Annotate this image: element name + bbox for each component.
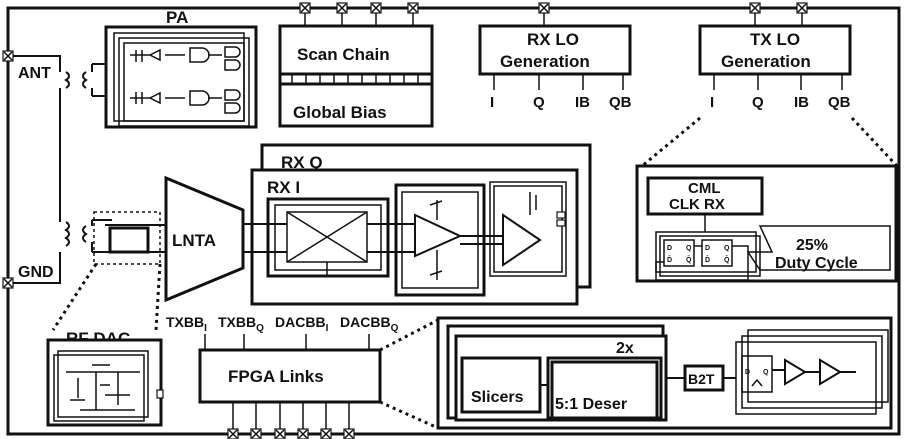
ff3-d: D <box>745 369 750 376</box>
mixer-block <box>266 197 390 278</box>
scan-chain-label: Scan Chain <box>297 45 390 64</box>
fpga-links-block <box>198 334 382 429</box>
rx-i-label: RX I <box>267 178 300 197</box>
pa-block <box>104 25 258 129</box>
fpga-input-1: TXBBQ <box>218 314 264 334</box>
scan-chain-block <box>278 13 434 128</box>
ff1-d: D <box>667 245 672 252</box>
fpga-zoom-lines <box>379 318 439 430</box>
tx-lo-label-2: Generation <box>721 52 811 71</box>
rx-signal-wires <box>243 223 503 253</box>
duty-cycle-label-1: 25% <box>796 237 828 254</box>
rf-dac-small <box>93 211 161 265</box>
fpga-input-3: DACBBQ <box>340 314 399 334</box>
rx-lo-block <box>478 13 632 90</box>
b2t-label: B2T <box>688 371 715 387</box>
output-driver-block <box>735 329 889 415</box>
tx-lo-port-ib: IB <box>794 94 809 111</box>
rx-lo-port-q: Q <box>533 94 545 111</box>
rx-lo-label-1: RX LO <box>527 30 579 49</box>
lnta-label: LNTA <box>172 231 216 250</box>
tx-lo-block <box>698 13 852 90</box>
gnd-pad <box>2 277 14 289</box>
tx-lo-port-qb: QB <box>828 94 851 111</box>
ff2-d: D <box>705 245 710 252</box>
ant-pad <box>2 50 14 62</box>
slicers-label: Slicers <box>471 389 524 406</box>
rf-dac-block <box>46 338 164 427</box>
two-x-label: 2x <box>616 340 634 357</box>
tia-block <box>394 183 486 297</box>
deserializer-block <box>446 324 685 422</box>
ff2-qb: Q̄ <box>724 255 730 264</box>
cml-label-1: CML <box>688 180 721 197</box>
tx-lo-zoom-lines <box>641 116 899 168</box>
fpga-input-0: TXBBI <box>166 314 207 334</box>
cml-label-2: CLK RX <box>669 196 725 213</box>
pa-label: PA <box>166 8 188 27</box>
ff1-qb: Q̄ <box>686 255 692 264</box>
ant-label: ANT <box>18 65 51 82</box>
rf-dac-zoom-lines <box>51 263 162 331</box>
ff1-q: Q <box>686 245 692 252</box>
global-bias-label: Global Bias <box>293 103 387 122</box>
lnta-block <box>164 175 245 303</box>
rx-lo-port-qb: QB <box>609 94 632 111</box>
chip-outline <box>6 6 901 436</box>
fpga-links-label: FPGA Links <box>228 367 324 386</box>
buffer-block <box>489 181 567 277</box>
ff1-db: D̄ <box>667 255 672 264</box>
tx-lo-port-i: I <box>710 94 714 111</box>
ff2-q: Q <box>724 245 730 252</box>
cml-clk-rx-block <box>646 176 891 281</box>
ff2-db: D̄ <box>705 255 710 264</box>
rx-lo-label-2: Generation <box>500 52 590 71</box>
antenna-balun <box>13 55 112 284</box>
duty-cycle-label-2: Duty Cycle <box>775 255 858 272</box>
tx-lo-port-q: Q <box>752 94 764 111</box>
ff3-q: Q <box>763 369 769 376</box>
rx-q-label: RX Q <box>281 153 323 172</box>
fpga-input-2: DACBBI <box>275 314 329 334</box>
deser-label: 5:1 Deser <box>555 396 627 413</box>
fpga-input-labels: TXBBI TXBBQ DACBBI DACBBQ <box>166 314 399 334</box>
tx-lo-label-1: TX LO <box>750 30 800 49</box>
rx-lo-port-ib: IB <box>575 94 590 111</box>
gnd-label: GND <box>18 264 54 281</box>
rx-lo-port-i: I <box>490 94 494 111</box>
